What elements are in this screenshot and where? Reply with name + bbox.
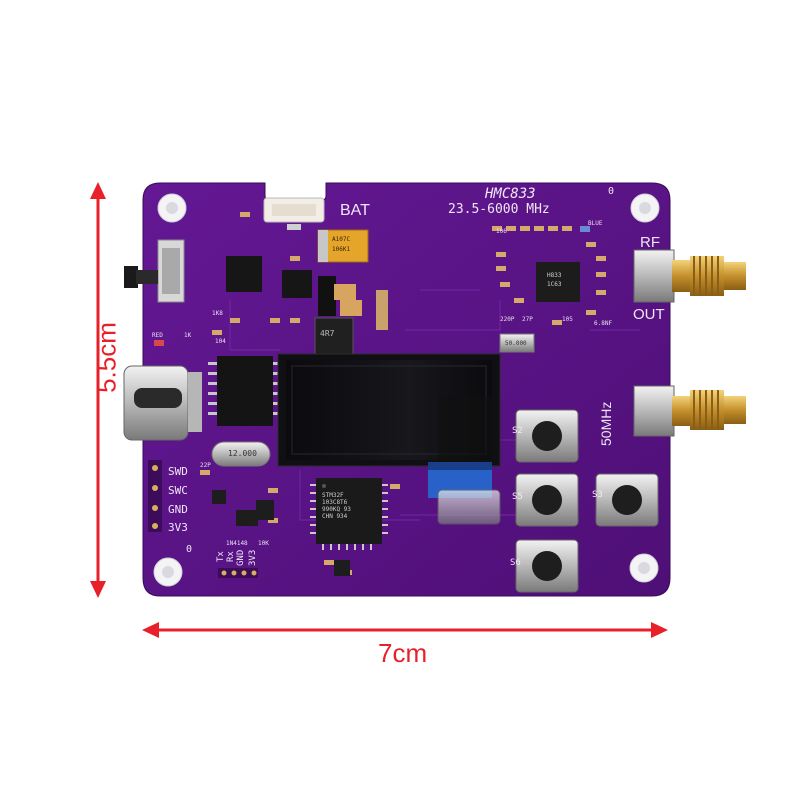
out-label: OUT	[633, 306, 665, 323]
mcu-marking-3: 990KQ 93	[322, 506, 351, 513]
corner-mark-top: 0	[608, 186, 615, 197]
label-10k: 10K	[258, 540, 269, 547]
label-1k8: 1K8	[212, 310, 223, 317]
label-blue: BLUE	[588, 220, 603, 227]
label-22p: 22P	[200, 462, 211, 469]
frequency-range-label: 23.5-6000 MHz	[448, 202, 550, 217]
tantalum-marking-2: 106K1	[332, 246, 351, 253]
label-27p: 27P	[522, 316, 533, 323]
label-diode: 1N4148	[226, 540, 248, 547]
mcu-marking-4: CHN 934	[322, 513, 348, 520]
label-106: 106	[496, 228, 507, 235]
label-red: RED	[152, 332, 163, 339]
rf-label: RF	[640, 234, 660, 251]
crystal-marking: 12.000	[228, 449, 257, 458]
label-1k: 1K	[184, 332, 192, 339]
button-label-s6: S6	[510, 558, 521, 568]
mcu-marking-2: 103C8T6	[322, 499, 348, 506]
button-label-s2: S2	[512, 426, 523, 436]
label-6-8nf: 6.8NF	[594, 320, 613, 327]
pin-label-gnd: GND	[168, 503, 188, 516]
corner-mark-left: 0	[186, 544, 193, 555]
label-220p: 220P	[500, 316, 515, 323]
pin-label-swc: SWC	[168, 484, 188, 497]
button-label-s5: S5	[512, 492, 523, 502]
pin-label-3v3-bottom: 3V3	[248, 549, 258, 566]
oscillator-marking: 50.000	[505, 340, 527, 347]
pin-label-tx: Tx	[216, 551, 226, 562]
button-label-s3: S3	[592, 490, 603, 500]
label-105: 105	[562, 316, 573, 323]
model-label: HMC833	[485, 186, 536, 202]
ref-frequency-label: 50MHz	[598, 401, 614, 446]
width-dimension-label: 7cm	[378, 638, 428, 668]
label-104: 104	[215, 338, 226, 345]
pin-label-3v3: 3V3	[168, 521, 188, 534]
inductor-marking: 4R7	[320, 329, 335, 338]
pll-marking-1: H833	[547, 272, 562, 279]
pin-label-gnd-bottom: GND	[236, 549, 246, 566]
pin-label-swd: SWD	[168, 465, 188, 478]
pll-marking-2: 1C63	[547, 281, 562, 288]
tantalum-marking-1: A107C	[332, 236, 351, 243]
bat-label: BAT	[340, 202, 370, 219]
mcu-marking-1: STM32F	[322, 492, 344, 499]
pin-label-rx: Rx	[226, 551, 236, 562]
